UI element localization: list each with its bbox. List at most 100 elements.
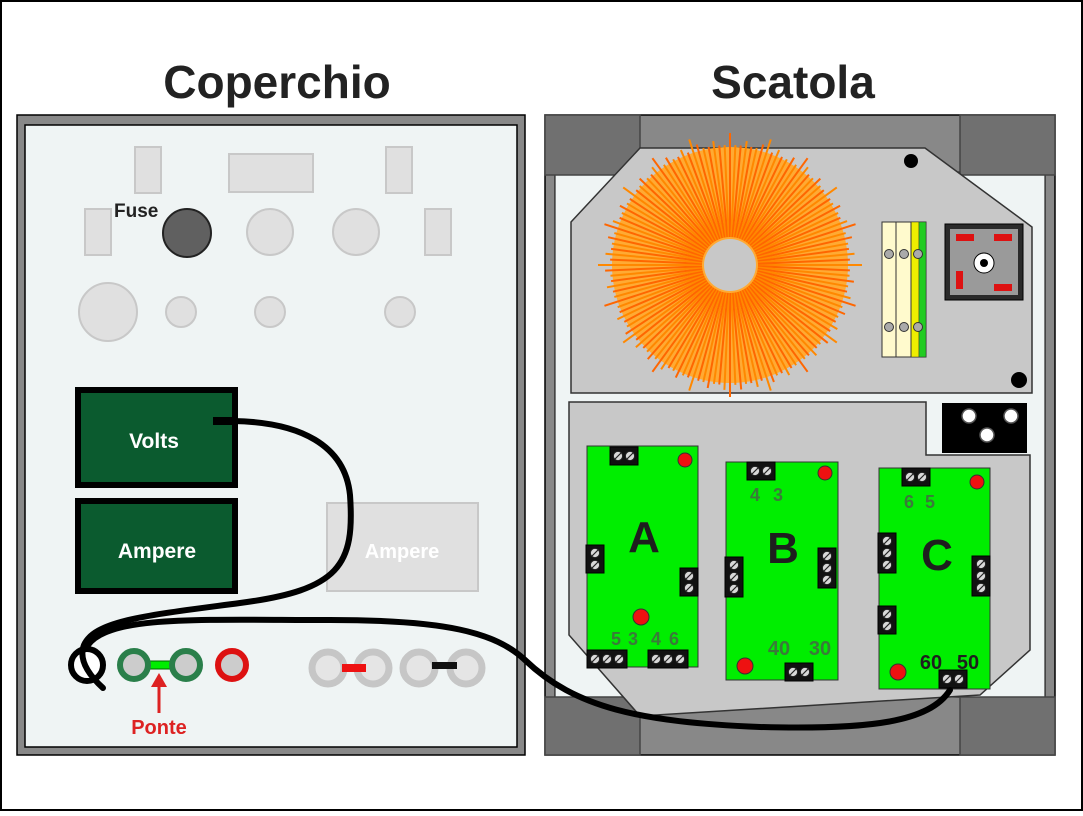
terminal-block <box>877 605 897 635</box>
toroid-winding <box>754 276 839 318</box>
terminal-block <box>679 567 699 597</box>
toroid-winding <box>607 236 703 260</box>
toroid-winding <box>746 286 806 360</box>
terminal-strip-yellow <box>910 221 920 358</box>
fuse-label: Fuse <box>114 201 158 222</box>
toroid-winding <box>742 289 791 376</box>
output-socket-hole <box>1003 408 1019 424</box>
faded-hole <box>78 282 138 342</box>
terminal-block <box>817 547 837 589</box>
toroid-winding <box>619 216 705 255</box>
toroid-winding <box>646 177 712 246</box>
toroid-winding <box>635 281 709 341</box>
board-c-label: 50 <box>957 652 979 674</box>
toroid-winding <box>638 185 710 248</box>
toroid-winding <box>742 158 788 241</box>
red-bridge-bar <box>342 664 366 672</box>
faded-rect-wide <box>228 153 314 193</box>
faded-rect-slot <box>385 146 413 194</box>
terminal-row <box>68 646 486 688</box>
terminal-screw-slot <box>676 655 684 663</box>
box-output-cable <box>85 616 953 731</box>
toroid-winding <box>610 266 703 277</box>
power-socket <box>944 223 1024 301</box>
toroid-winding <box>681 290 720 376</box>
board-c-letter: C <box>921 531 953 580</box>
toroid-winding <box>743 157 795 242</box>
green-terminal <box>117 648 151 682</box>
terminal-screw-slot <box>906 473 914 481</box>
toroid-winding <box>663 164 716 243</box>
toroid-winding <box>745 157 809 243</box>
toroid-winding <box>757 266 850 277</box>
board-a-label: 4 <box>651 629 661 649</box>
terminal-screw-slot <box>883 537 891 545</box>
toroid-winding <box>756 223 856 258</box>
toroid-winding <box>750 282 822 345</box>
terminal-screw-slot <box>943 675 951 683</box>
board-a-pcb <box>586 445 699 668</box>
toroid-winding <box>752 198 831 251</box>
volts-meter: Volts <box>75 387 238 488</box>
toroid-winding <box>756 271 851 300</box>
toroid-winding <box>706 292 726 389</box>
terminal-block <box>901 467 931 487</box>
ampere-meter-body <box>75 498 238 594</box>
toroid-winding <box>736 291 763 381</box>
board-b: B 4 3 40 30 <box>724 461 839 682</box>
box-panel: A 5 3 4 6 B 4 3 40 30 <box>544 114 1056 756</box>
terminal-screw <box>913 322 923 332</box>
toroid-winding <box>757 270 848 293</box>
socket-pin <box>956 234 974 241</box>
fuse-holder <box>162 208 212 258</box>
terminal-screw-slot <box>883 622 891 630</box>
toroid-winding <box>737 139 772 239</box>
toroid-winding <box>754 204 841 253</box>
terminal-screw-slot <box>591 549 599 557</box>
toroid-winding <box>629 198 708 251</box>
toroid-winding <box>651 166 714 244</box>
toroid-winding <box>750 185 822 248</box>
terminal-block <box>877 532 897 574</box>
terminal-screw <box>899 322 909 332</box>
toroid-winding <box>744 164 797 243</box>
board-a-label: 3 <box>628 629 638 649</box>
toroid-winding <box>610 258 703 265</box>
cables <box>79 418 953 731</box>
toroid-winding <box>757 242 849 261</box>
toroid-winding <box>723 292 730 390</box>
terminal-screw <box>884 322 894 332</box>
toroid-winding <box>740 149 781 240</box>
mounting-screw <box>1011 372 1027 388</box>
toroid-winding <box>604 223 704 258</box>
toroid-winding <box>651 157 715 243</box>
toroid-winding <box>625 279 708 335</box>
toroid-winding <box>751 281 829 344</box>
terminal-block <box>647 649 689 669</box>
terminal-screw-slot <box>591 655 599 663</box>
toroid-winding <box>619 275 705 314</box>
terminal-screw-slot <box>685 584 693 592</box>
black-bridge-bar <box>432 662 457 669</box>
toroid-winding <box>642 283 711 349</box>
toroid-winding <box>734 292 753 384</box>
board-a-led <box>632 608 650 626</box>
toroid-center-hole <box>704 239 756 291</box>
ampere-meter: Ampere <box>75 498 238 594</box>
toroid-winding <box>757 236 853 260</box>
toroid-winding <box>635 282 710 348</box>
toroid-winding <box>730 292 737 385</box>
toroid-winding <box>730 145 737 238</box>
toroid-winding <box>736 144 765 239</box>
terminal-screw-slot <box>801 668 809 676</box>
terminal-screw-slot <box>603 655 611 663</box>
ampere-label: Ampere <box>118 540 196 563</box>
corner-block <box>959 696 1056 756</box>
toroid-winding <box>747 285 810 357</box>
toroid-winding <box>757 267 855 283</box>
toroid-winding <box>754 277 837 323</box>
toroid-winding <box>746 166 809 244</box>
board-a-label: 5 <box>611 629 621 649</box>
toroid-winding <box>752 279 831 332</box>
toroid-winding <box>647 285 713 360</box>
